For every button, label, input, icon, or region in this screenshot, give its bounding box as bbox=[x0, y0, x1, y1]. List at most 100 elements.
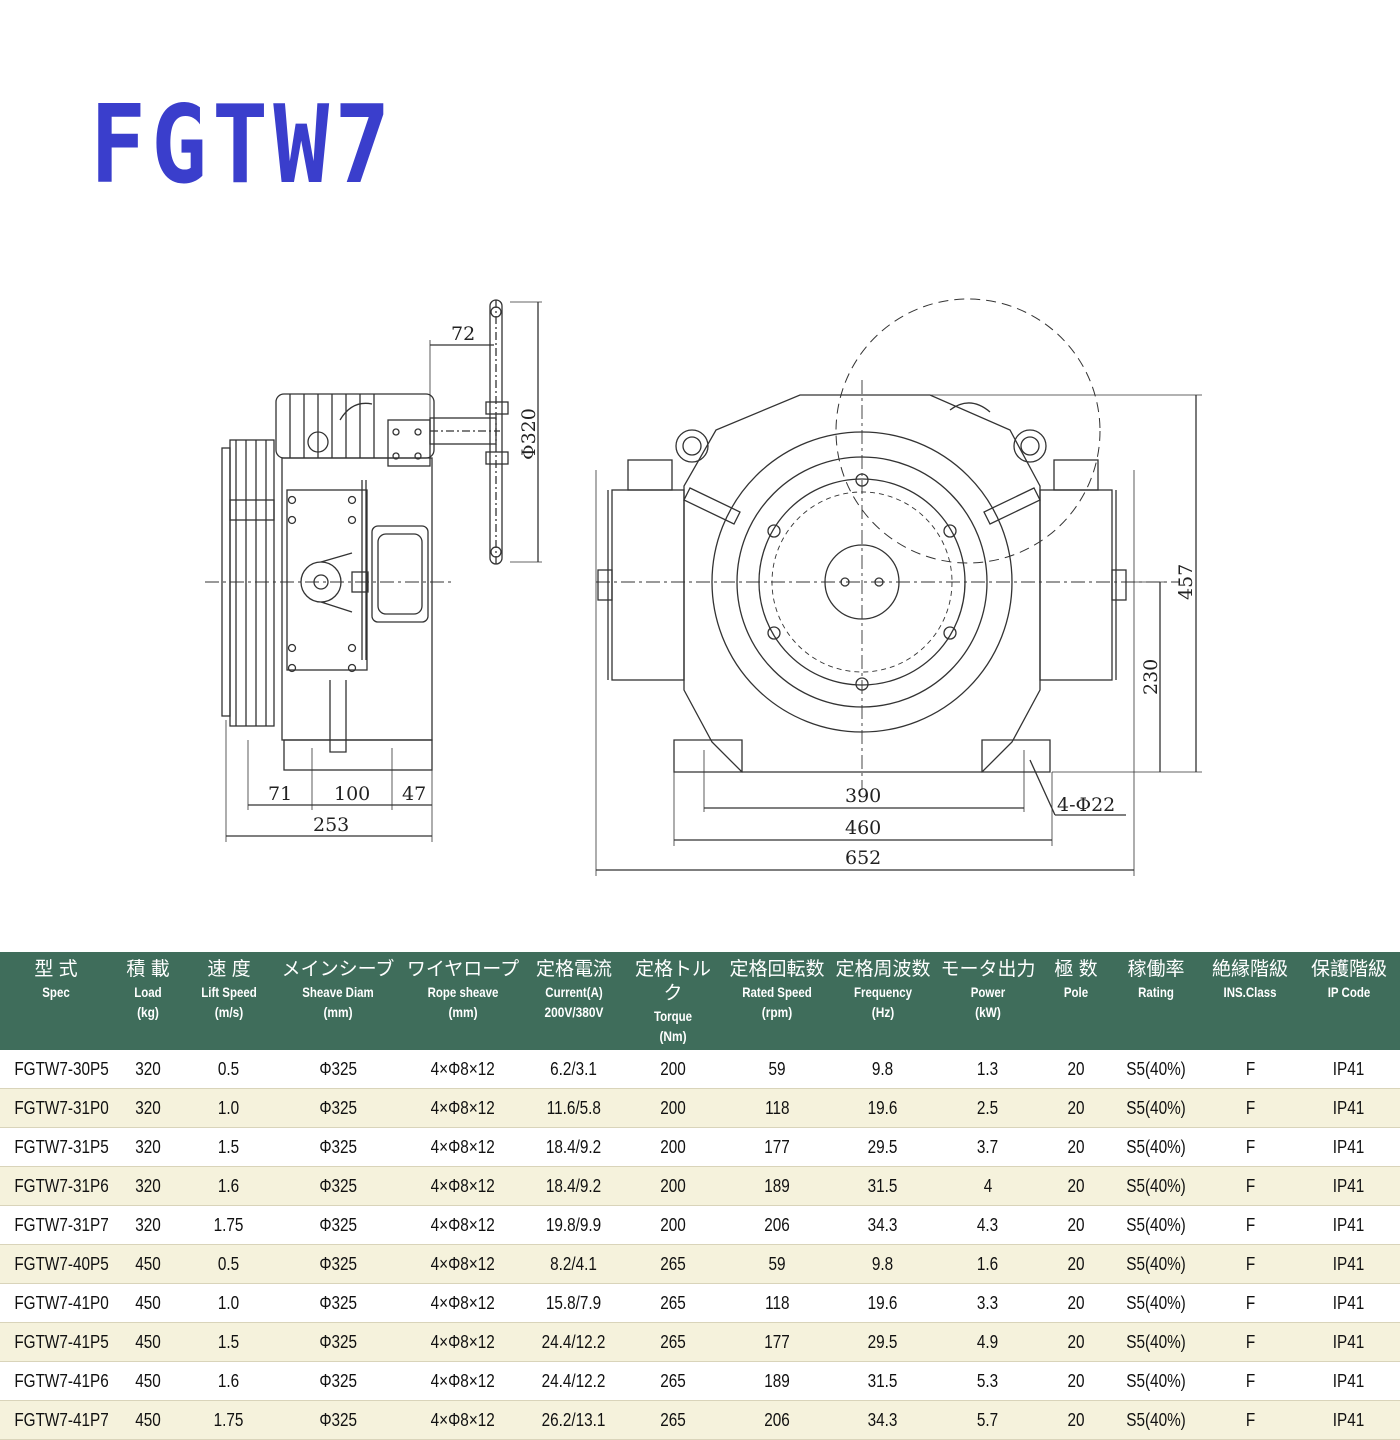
table-cell: 20 bbox=[1042, 1127, 1110, 1167]
table-cell: 4×Φ8×12 bbox=[402, 1244, 524, 1284]
dim-47: 47 bbox=[402, 783, 426, 805]
table-cell: 320 bbox=[112, 1166, 184, 1206]
table-cell: 31.5 bbox=[832, 1166, 934, 1206]
table-cell: FGTW7-40P5 bbox=[0, 1244, 112, 1284]
table-cell: S5(40%) bbox=[1110, 1205, 1202, 1245]
table-cell: IP41 bbox=[1298, 1244, 1400, 1284]
table-cell: 9.8 bbox=[832, 1244, 934, 1284]
table-cell: 5.3 bbox=[934, 1361, 1042, 1401]
dim-72: 72 bbox=[451, 323, 475, 345]
table-cell: FGTW7-30P5 bbox=[0, 1050, 112, 1089]
table-cell: FGTW7-41P5 bbox=[0, 1322, 112, 1362]
table-cell: 24.4/12.2 bbox=[524, 1322, 624, 1362]
table-cell: S5(40%) bbox=[1110, 1166, 1202, 1206]
table-cell: 6.2/3.1 bbox=[524, 1050, 624, 1089]
table-cell: F bbox=[1202, 1361, 1298, 1401]
table-cell: 19.6 bbox=[832, 1283, 934, 1323]
table-cell: 189 bbox=[722, 1166, 832, 1206]
table-cell: 1.5 bbox=[184, 1322, 274, 1362]
table-cell: 3.7 bbox=[934, 1127, 1042, 1167]
table-cell: 19.8/9.9 bbox=[524, 1205, 624, 1245]
table-cell: 59 bbox=[722, 1244, 832, 1284]
dim-100: 100 bbox=[334, 783, 370, 805]
table-cell: 9.8 bbox=[832, 1050, 934, 1089]
dim-4-phi22: 4-Φ22 bbox=[1057, 794, 1115, 816]
table-cell: 0.5 bbox=[184, 1050, 274, 1089]
table-cell: F bbox=[1202, 1283, 1298, 1323]
table-cell: F bbox=[1202, 1127, 1298, 1167]
table-cell: 1.6 bbox=[184, 1361, 274, 1401]
dim-390: 390 bbox=[845, 785, 881, 807]
table-cell: 1.0 bbox=[184, 1283, 274, 1323]
table-cell: FGTW7-41P7 bbox=[0, 1400, 112, 1440]
table-cell: FGTW7-31P7 bbox=[0, 1205, 112, 1245]
table-cell: 5.7 bbox=[934, 1400, 1042, 1440]
table-cell: 24.4/12.2 bbox=[524, 1361, 624, 1401]
table-cell: S5(40%) bbox=[1110, 1283, 1202, 1323]
table-cell: 200 bbox=[624, 1166, 722, 1206]
table-cell: 26.2/13.1 bbox=[524, 1400, 624, 1440]
table-cell: 450 bbox=[112, 1322, 184, 1362]
front-view bbox=[595, 298, 1202, 876]
table-cell: F bbox=[1202, 1244, 1298, 1284]
table-cell: Φ325 bbox=[274, 1322, 402, 1362]
table-cell: 4.9 bbox=[934, 1322, 1042, 1362]
table-cell: 1.5 bbox=[184, 1127, 274, 1167]
table-cell: 4 bbox=[934, 1166, 1042, 1206]
table-cell: S5(40%) bbox=[1110, 1050, 1202, 1089]
table-cell: 265 bbox=[624, 1322, 722, 1362]
table-cell: 59 bbox=[722, 1050, 832, 1089]
table-cell: 206 bbox=[722, 1205, 832, 1245]
table-cell: 320 bbox=[112, 1088, 184, 1128]
table-cell: 265 bbox=[624, 1244, 722, 1284]
table-cell: 265 bbox=[624, 1400, 722, 1440]
table-cell: 4×Φ8×12 bbox=[402, 1088, 524, 1128]
table-cell: 18.4/9.2 bbox=[524, 1166, 624, 1206]
table-cell: 8.2/4.1 bbox=[524, 1244, 624, 1284]
table-cell: 20 bbox=[1042, 1283, 1110, 1323]
table-cell: Φ325 bbox=[274, 1283, 402, 1323]
table-cell: 20 bbox=[1042, 1244, 1110, 1284]
table-cell: 4×Φ8×12 bbox=[402, 1283, 524, 1323]
table-cell: 177 bbox=[722, 1127, 832, 1167]
table-cell: 1.6 bbox=[184, 1166, 274, 1206]
table-cell: S5(40%) bbox=[1110, 1244, 1202, 1284]
table-cell: IP41 bbox=[1298, 1127, 1400, 1167]
table-cell: Φ325 bbox=[274, 1361, 402, 1401]
table-cell: S5(40%) bbox=[1110, 1088, 1202, 1128]
table-cell: 19.6 bbox=[832, 1088, 934, 1128]
table-cell: Φ325 bbox=[274, 1127, 402, 1167]
table-cell: FGTW7-41P6 bbox=[0, 1361, 112, 1401]
table-cell: 320 bbox=[112, 1205, 184, 1245]
table-cell: 450 bbox=[112, 1361, 184, 1401]
table-cell: FGTW7-41P0 bbox=[0, 1283, 112, 1323]
table-cell: S5(40%) bbox=[1110, 1322, 1202, 1362]
table-cell: IP41 bbox=[1298, 1283, 1400, 1323]
table-cell: 320 bbox=[112, 1050, 184, 1089]
table-cell: Φ325 bbox=[274, 1166, 402, 1206]
table-cell: 4.3 bbox=[934, 1205, 1042, 1245]
table-cell: 29.5 bbox=[832, 1127, 934, 1167]
dim-230: 230 bbox=[1140, 659, 1162, 695]
table-cell: FGTW7-31P6 bbox=[0, 1166, 112, 1206]
table-cell: S5(40%) bbox=[1110, 1127, 1202, 1167]
dim-652: 652 bbox=[845, 847, 881, 869]
table-cell: F bbox=[1202, 1050, 1298, 1089]
dim-253: 253 bbox=[313, 814, 349, 836]
table-cell: 265 bbox=[624, 1361, 722, 1401]
